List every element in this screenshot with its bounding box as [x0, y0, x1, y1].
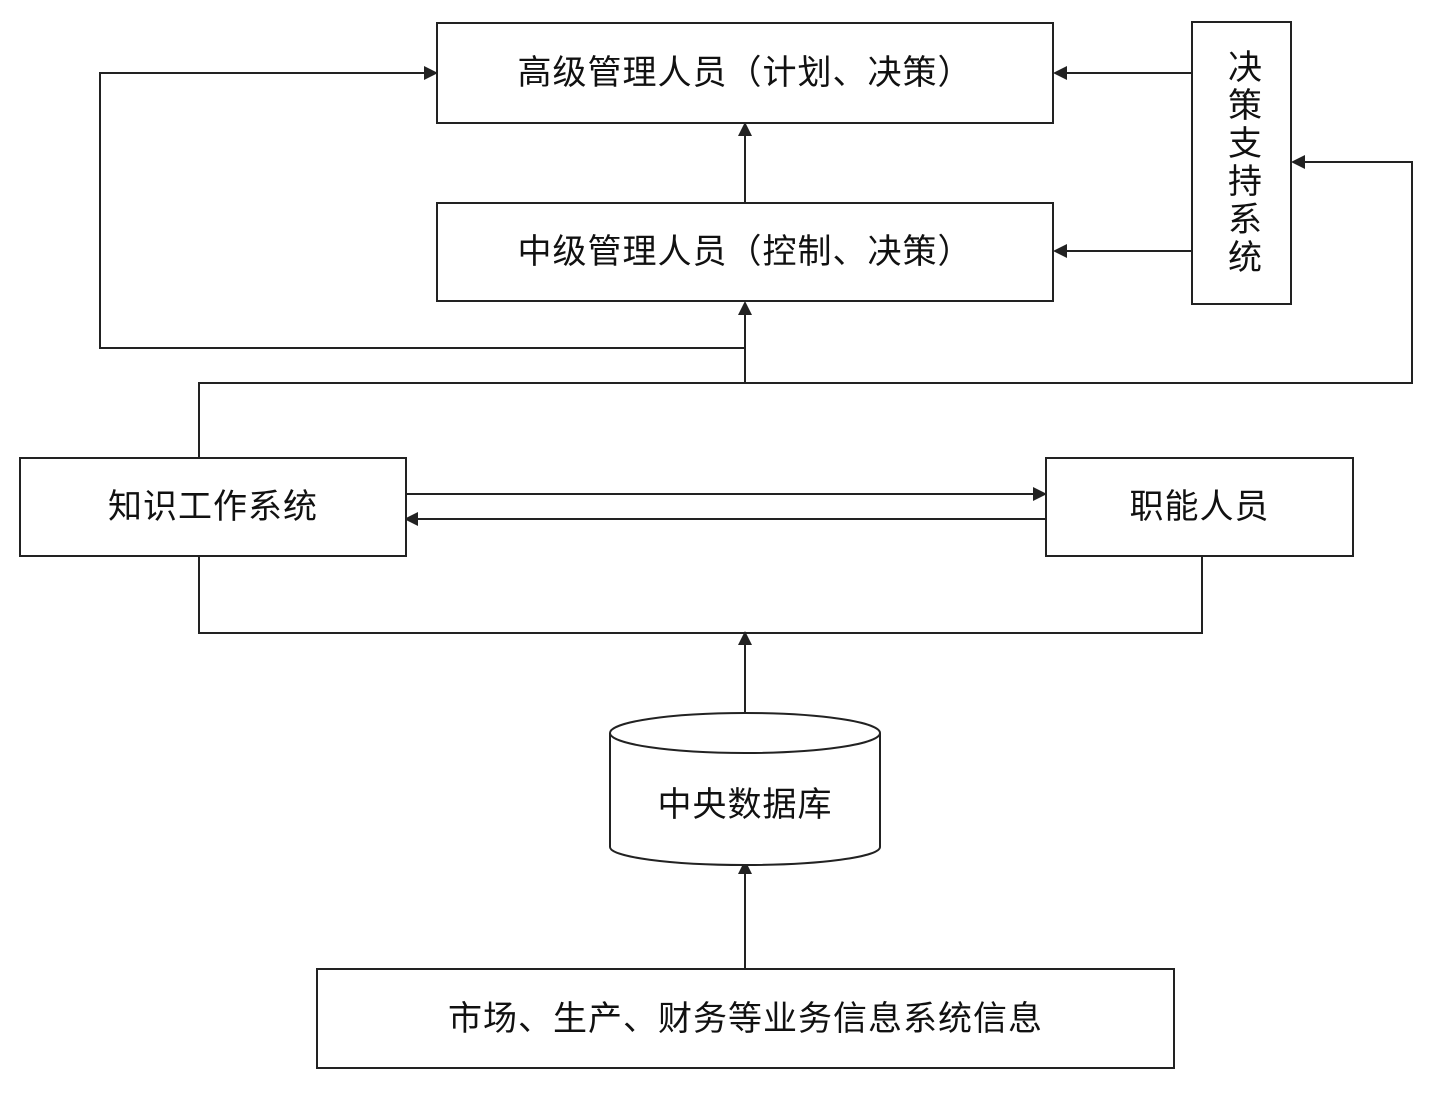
central-database-label-container: 中央数据库 [610, 745, 880, 857]
line-bus-to-dss [198, 155, 1413, 458]
functional-staff-box: 职能人员 [1045, 457, 1354, 557]
line-lower-bus [198, 556, 1203, 634]
knowledge-work-box: 知识工作系统 [19, 457, 407, 557]
business-info-box: 市场、生产、财务等业务信息系统信息 [316, 968, 1175, 1069]
database-cylinder [609, 712, 881, 866]
middle-management-label: 中级管理人员（控制、决策） [517, 232, 973, 272]
senior-management-box: 高级管理人员（计划、决策） [436, 22, 1054, 124]
decision-support-box: 决策支持系统 [1191, 21, 1292, 305]
decision-support-label: 决策支持系统 [1221, 49, 1262, 277]
knowledge-work-label: 知识工作系统 [108, 487, 318, 527]
line-loop-to-senior [99, 66, 745, 349]
senior-management-label: 高级管理人员（计划、决策） [517, 53, 973, 93]
functional-staff-label: 职能人员 [1129, 487, 1270, 527]
middle-management-box: 中级管理人员（控制、决策） [436, 202, 1054, 302]
business-info-label: 市场、生产、财务等业务信息系统信息 [448, 998, 1043, 1039]
central-database-label: 中央数据库 [657, 784, 833, 825]
